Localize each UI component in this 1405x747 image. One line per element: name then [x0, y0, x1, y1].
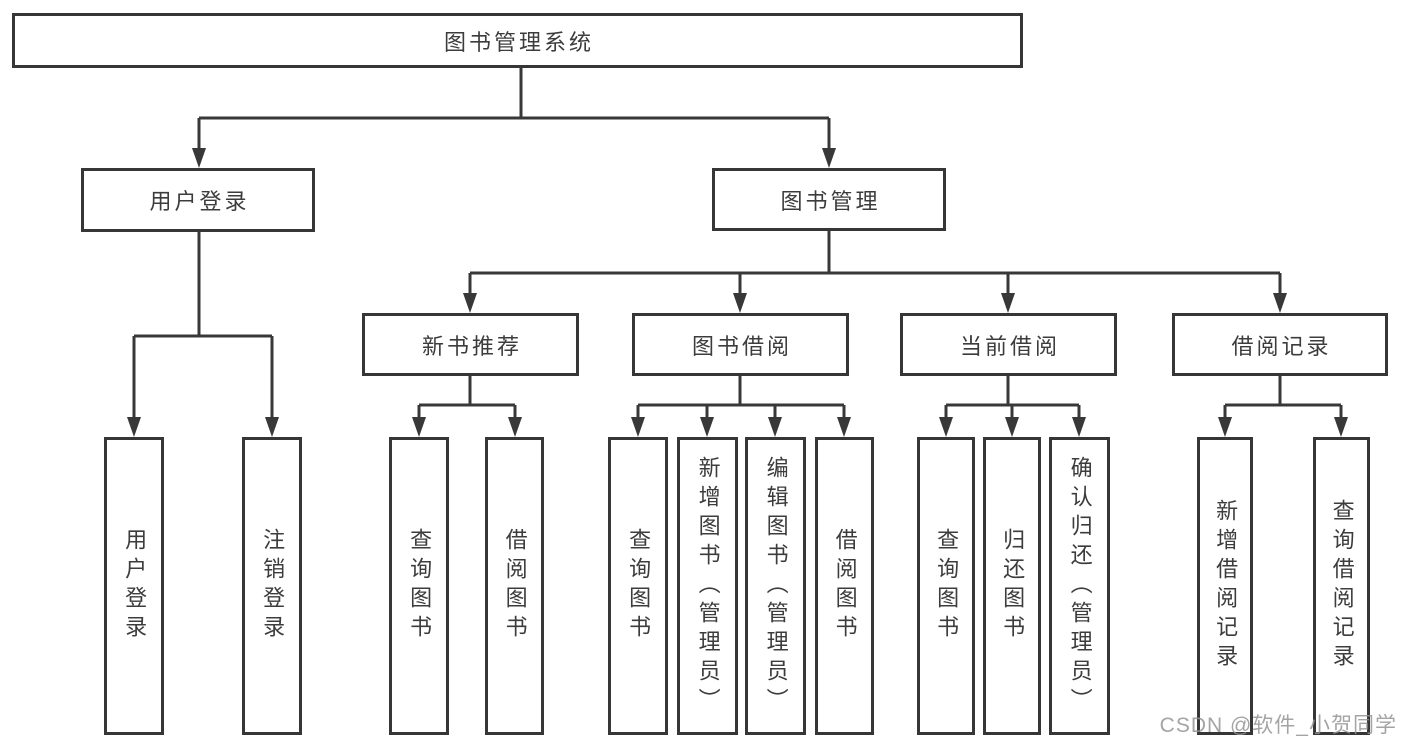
node-book-management-label: 图书管理: [780, 188, 881, 214]
arrow-down-icon: [1273, 293, 1287, 313]
leaf-label: 查询图书: [626, 528, 652, 644]
node-user-login-label: 用户登录: [149, 189, 250, 214]
arrow-down-icon: [127, 417, 141, 437]
node-book-management: 图书管理: [712, 168, 946, 231]
node-leaf-current-query-book: 查询图书: [917, 437, 975, 735]
edge-user-login-children: [132, 232, 274, 433]
csdn-watermark: CSDN @软件_小贺同学: [1159, 714, 1397, 737]
arrow-down-icon: [822, 148, 836, 168]
arrow-down-icon: [1072, 417, 1086, 437]
node-leaf-current-confirm-return: 确认归还（管理员）: [1049, 437, 1110, 735]
tree-edges: [132, 68, 1343, 433]
leaf-label: 借阅图书: [832, 528, 858, 644]
arrow-down-icon: [1334, 417, 1348, 437]
arrow-down-icon: [1005, 417, 1019, 437]
leaf-label: 归还图书: [1000, 528, 1026, 644]
leaf-label: 注销登录: [260, 528, 286, 644]
arrow-down-icon: [1001, 293, 1015, 313]
arrow-down-icon: [463, 293, 477, 313]
node-root-label: 图书管理系统: [443, 29, 594, 55]
arrow-down-icon: [939, 417, 953, 437]
edge-book-management-children: [468, 231, 1282, 309]
leaf-label: 编辑图书（管理员）: [763, 455, 789, 717]
leaf-label: 用户登录: [122, 528, 148, 644]
node-borrow-record: 借阅记录: [1172, 313, 1388, 376]
arrow-down-icon: [265, 417, 279, 437]
edge-book-borrow-children: [636, 376, 846, 433]
node-leaf-logout: 注销登录: [242, 437, 302, 735]
arrow-down-icon: [1218, 417, 1232, 437]
node-leaf-record-add: 新增借阅记录: [1197, 437, 1253, 735]
node-book-borrow-label: 图书借阅: [691, 333, 792, 359]
leaf-label: 查询图书: [407, 528, 433, 644]
arrow-down-icon: [768, 417, 782, 437]
node-current-borrow: 当前借阅: [900, 313, 1117, 376]
arrow-down-icon: [733, 293, 747, 313]
node-leaf-borrow-edit-book: 编辑图书（管理员）: [745, 437, 806, 735]
node-new-book-recommend: 新书推荐: [362, 313, 579, 376]
leaf-label: 新增借阅记录: [1213, 499, 1239, 673]
node-leaf-record-query: 查询借阅记录: [1313, 437, 1370, 735]
node-new-book-recommend-label: 新书推荐: [421, 333, 522, 359]
node-user-login: 用户登录: [81, 168, 315, 232]
node-leaf-current-return-book: 归还图书: [983, 437, 1041, 735]
leaf-label: 查询图书: [934, 528, 960, 644]
arrow-down-icon: [412, 417, 426, 437]
node-leaf-user-login: 用户登录: [104, 437, 164, 735]
edge-borrow-record-children: [1223, 376, 1343, 433]
edge-new-book-recommend-children: [417, 376, 517, 433]
arrow-down-icon: [192, 148, 206, 168]
node-leaf-borrow-query-book: 查询图书: [608, 437, 668, 735]
leaf-label: 查询借阅记录: [1329, 499, 1355, 673]
node-root: 图书管理系统: [12, 13, 1023, 68]
edge-root-to-level2: [197, 68, 831, 164]
arrowhead-group: [127, 148, 1348, 437]
arrow-down-icon: [837, 417, 851, 437]
node-leaf-borrow-borrow-book: 借阅图书: [815, 437, 874, 735]
leaf-label: 确认归还（管理员）: [1067, 455, 1093, 717]
arrow-down-icon: [700, 417, 714, 437]
node-leaf-recommend-borrow-book: 借阅图书: [485, 437, 544, 735]
node-current-borrow-label: 当前借阅: [959, 333, 1060, 359]
node-borrow-record-label: 借阅记录: [1231, 333, 1332, 359]
arrow-down-icon: [631, 417, 645, 437]
leaf-label: 新增图书（管理员）: [695, 455, 721, 717]
arrow-down-icon: [508, 417, 522, 437]
node-leaf-borrow-add-book: 新增图书（管理员）: [677, 437, 738, 735]
node-book-borrow: 图书借阅: [632, 313, 849, 376]
node-leaf-recommend-query-book: 查询图书: [389, 437, 449, 735]
leaf-label: 借阅图书: [502, 528, 528, 644]
